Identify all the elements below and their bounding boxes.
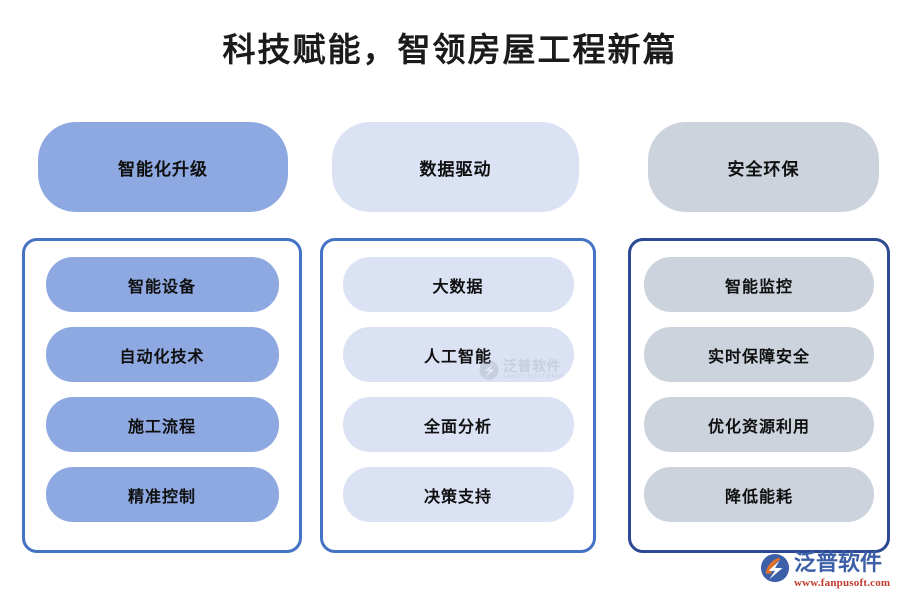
item-pill[interactable]: 精准控制 xyxy=(45,467,279,522)
item-pill[interactable]: 自动化技术 xyxy=(45,327,279,382)
column-card-1: 大数据 人工智能 全面分析 决策支持 xyxy=(320,238,596,553)
item-list-0: 智能设备 自动化技术 施工流程 精准控制 xyxy=(25,257,299,522)
item-pill[interactable]: 施工流程 xyxy=(45,397,279,452)
item-pill[interactable]: 人工智能 xyxy=(342,327,574,382)
item-pill[interactable]: 决策支持 xyxy=(342,467,574,522)
column-header-2[interactable]: 安全环保 xyxy=(648,122,879,212)
item-pill[interactable]: 优化资源利用 xyxy=(644,397,874,452)
item-pill[interactable]: 大数据 xyxy=(342,257,574,312)
brand-logo-texts: 泛普软件 www.fanpusoft.com xyxy=(794,552,890,589)
fanpu-logo-icon xyxy=(760,553,790,583)
item-list-1: 大数据 人工智能 全面分析 决策支持 xyxy=(323,257,593,522)
column-header-0[interactable]: 智能化升级 xyxy=(38,122,288,212)
brand-logo: 泛普软件 www.fanpusoft.com xyxy=(760,552,896,594)
item-list-2: 智能监控 实时保障安全 优化资源利用 降低能耗 xyxy=(631,257,887,522)
brand-url: www.fanpusoft.com xyxy=(794,577,891,589)
column-card-2: 智能监控 实时保障安全 优化资源利用 降低能耗 xyxy=(628,238,890,553)
column-card-0: 智能设备 自动化技术 施工流程 精准控制 xyxy=(22,238,302,553)
item-pill[interactable]: 智能设备 xyxy=(45,257,279,312)
item-pill[interactable]: 降低能耗 xyxy=(644,467,874,522)
brand-name: 泛普软件 xyxy=(794,550,883,575)
item-pill[interactable]: 全面分析 xyxy=(342,397,574,452)
page-title: 科技赋能，智领房屋工程新篇 xyxy=(222,31,678,68)
item-pill[interactable]: 实时保障安全 xyxy=(644,327,874,382)
column-header-1[interactable]: 数据驱动 xyxy=(332,122,579,212)
item-pill[interactable]: 智能监控 xyxy=(644,257,874,312)
